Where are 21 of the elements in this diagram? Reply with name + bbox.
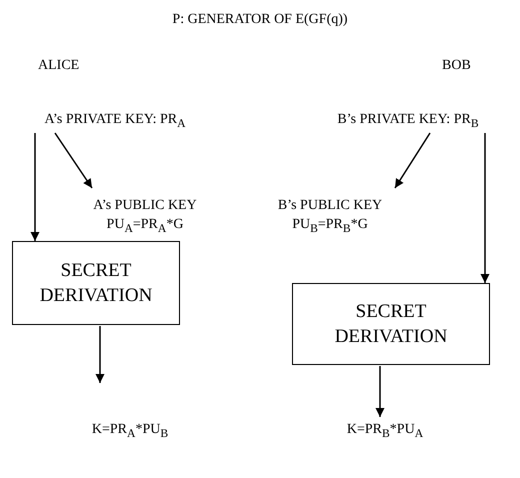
key-text: A’s PRIVATE KEY: PR$_{A}$ xyxy=(43,111,187,132)
key-text: B’s PUBLIC KEY xyxy=(276,197,384,215)
arrow xyxy=(394,132,431,188)
column-heading: BOB xyxy=(442,58,471,74)
process-box xyxy=(292,283,490,365)
arrow xyxy=(376,366,384,417)
key-text: PU$_{A}$=PR$_{A}$*G xyxy=(106,216,184,237)
arrow xyxy=(480,133,490,283)
arrow xyxy=(30,133,40,241)
column-heading: ALICE xyxy=(38,58,80,74)
key-text: K=PR$_{A}$*PU$_{B}$ xyxy=(90,421,170,442)
key-text: PU$_{B}$=PR$_{B}$*G xyxy=(291,216,369,237)
key-text: B’s PRIVATE KEY: PR$_{B}$ xyxy=(336,111,480,132)
box-label: SECRET DERIVATION xyxy=(334,300,448,349)
process-box xyxy=(12,241,180,325)
box-label: SECRET DERIVATION xyxy=(38,259,154,308)
arrow xyxy=(96,326,104,383)
key-text: K=PR$_{B}$*PU$_{A}$ xyxy=(346,421,424,442)
title: P: GENERATOR OF E(GF(q)) xyxy=(171,12,349,28)
arrow xyxy=(54,132,93,188)
key-text: A’s PUBLIC KEY xyxy=(92,197,198,215)
